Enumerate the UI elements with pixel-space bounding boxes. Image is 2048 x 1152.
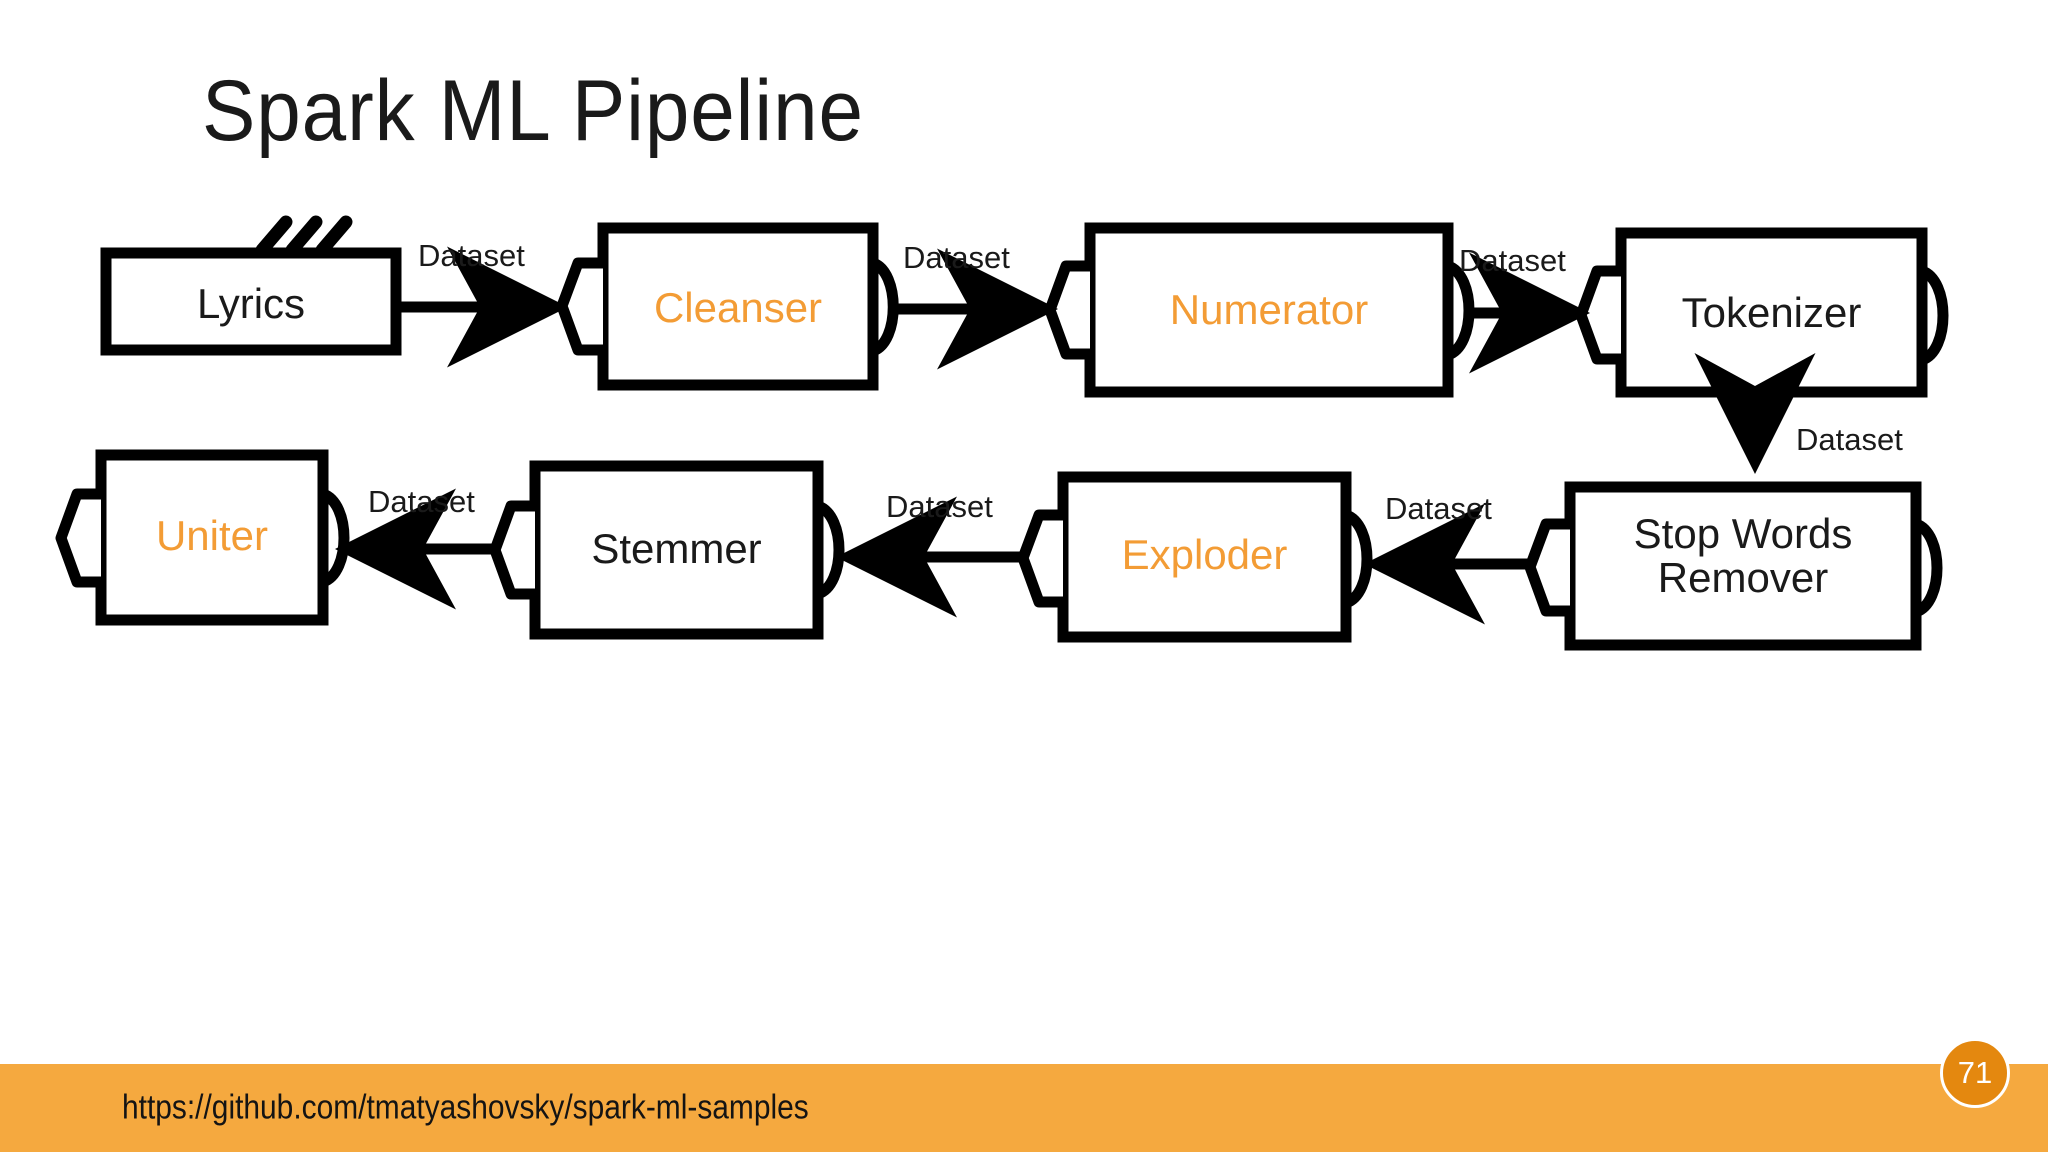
node-numerator[interactable]	[1044, 222, 1475, 398]
node-uniter[interactable]	[55, 449, 350, 626]
node-stop-words-remover[interactable]	[1524, 481, 1943, 651]
pipeline-diagram-svg	[55, 215, 1949, 651]
slide-footer: https://github.com/tmatyashovsky/spark-m…	[0, 1064, 2048, 1152]
node-exploder[interactable]	[1017, 471, 1373, 643]
node-lyrics[interactable]	[100, 215, 402, 356]
footer-url-link[interactable]: https://github.com/tmatyashovsky/spark-m…	[122, 1088, 809, 1127]
node-stemmer[interactable]	[489, 460, 845, 640]
page-title: Spark ML Pipeline	[202, 63, 864, 159]
node-cleanser[interactable]	[556, 222, 899, 391]
pipeline-diagram: Lyrics Cleanser Numerator Tokenizer Stop…	[55, 215, 1949, 651]
node-tokenizer[interactable]	[1575, 227, 1949, 398]
page-number-badge: 71	[1940, 1038, 2010, 1108]
